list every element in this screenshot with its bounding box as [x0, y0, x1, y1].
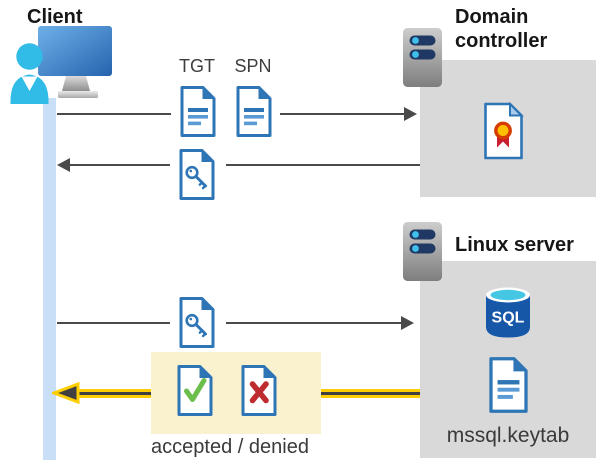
client-device-icon	[8, 24, 114, 108]
tgt-label: TGT	[179, 56, 215, 76]
sql-icon-text: SQL	[492, 310, 525, 327]
request-line-right	[280, 113, 405, 115]
client-lifeline	[43, 98, 56, 460]
client-label: Client	[27, 6, 83, 28]
auth-line-right	[226, 322, 402, 324]
auth-line-left	[57, 322, 170, 324]
domain-controller-label: Domain controller	[455, 6, 548, 52]
sql-database-icon: SQL	[483, 285, 533, 342]
key-ticket-document-icon	[177, 148, 217, 201]
auth-arrowhead-icon	[401, 316, 414, 330]
denied-document-icon	[239, 364, 279, 417]
linux-server-icon	[402, 221, 443, 282]
ticket-line-left	[69, 164, 170, 166]
keytab-label: mssql.keytab	[446, 424, 570, 447]
result-label: accepted / denied	[151, 436, 309, 458]
ticket-arrowhead-icon	[57, 158, 70, 172]
key-auth-document-icon	[177, 296, 217, 349]
spn-label: SPN	[234, 56, 272, 76]
tgt-document-icon	[178, 85, 218, 138]
ticket-line-right	[226, 164, 420, 166]
spn-document-icon	[234, 85, 274, 138]
result-arrowhead-icon	[52, 382, 80, 404]
accepted-document-icon	[175, 364, 215, 417]
linux-server-label: Linux server	[455, 234, 574, 256]
domain-controller-server-icon	[402, 27, 443, 88]
certificate-icon	[482, 102, 525, 160]
request-arrowhead-icon	[404, 107, 417, 121]
keytab-document-icon	[486, 356, 531, 414]
request-line-left	[57, 113, 171, 115]
